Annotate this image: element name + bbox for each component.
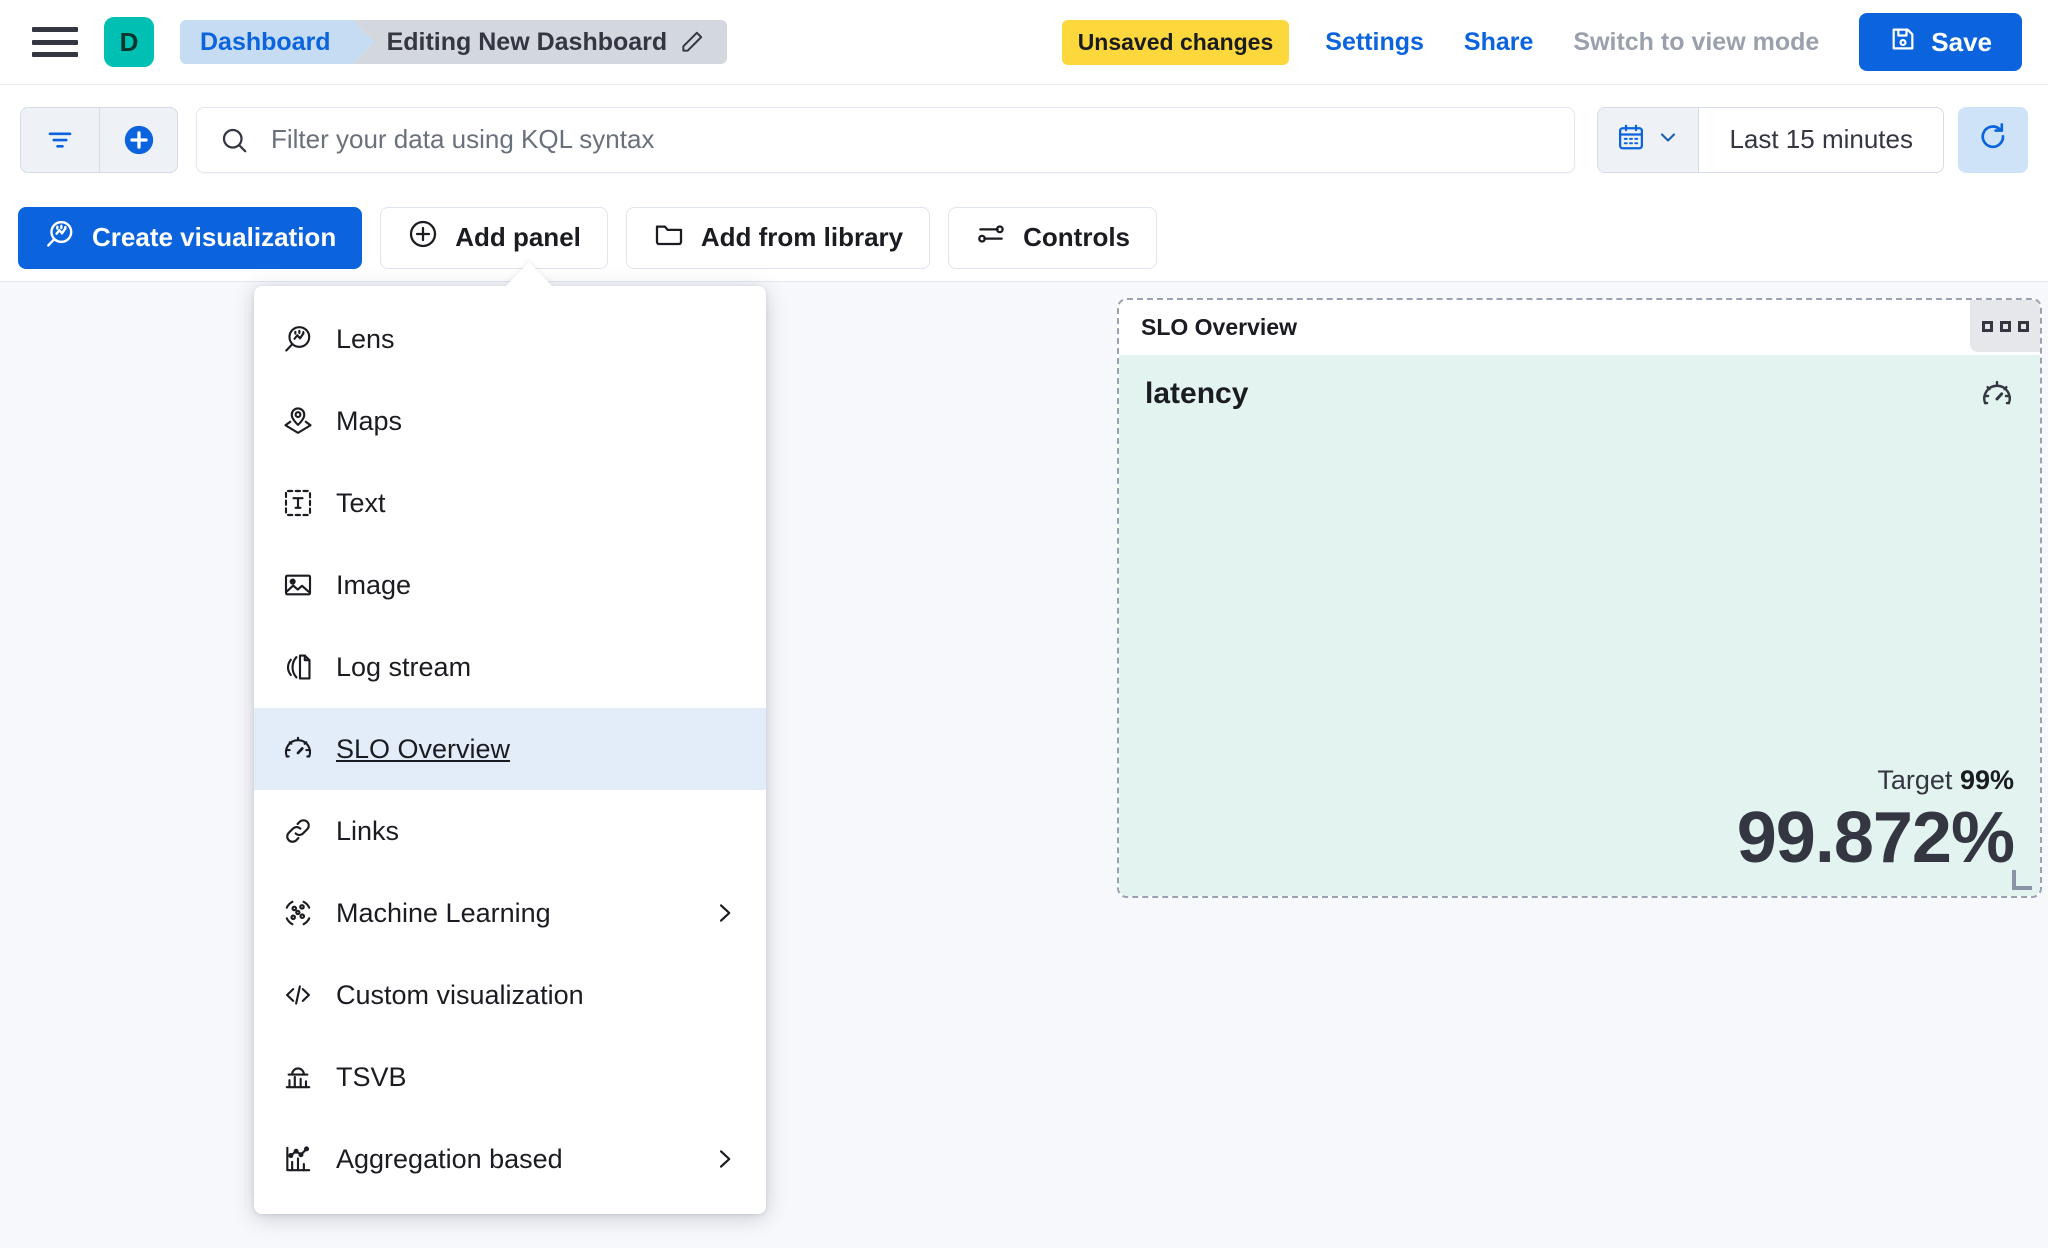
menu-item-label: Lens	[336, 323, 395, 354]
space-avatar[interactable]: D	[104, 17, 154, 67]
search-input[interactable]	[271, 124, 1553, 155]
slo-target: Target 99%	[1145, 765, 2014, 796]
search-icon	[219, 125, 249, 155]
add-panel-label: Add panel	[455, 222, 581, 252]
share-link[interactable]: Share	[1463, 27, 1534, 56]
menu-item-log-stream[interactable]: Log stream	[254, 626, 766, 708]
save-button-label: Save	[1931, 26, 1992, 57]
add-from-library-button[interactable]: Add from library	[625, 206, 931, 269]
slo-sli-value: 99.872%	[1736, 798, 2015, 878]
menu-item-slo-overview[interactable]: SLO Overview	[254, 708, 766, 790]
dashboard-panel-slo-overview[interactable]: SLO Overview latency Target	[1117, 298, 2042, 898]
chevron-right-icon	[710, 899, 738, 927]
menu-item-label: Log stream	[336, 651, 472, 682]
slo-overview-body: latency Target 99% 99.872%	[1119, 355, 2040, 896]
time-range-value[interactable]: Last 15 minutes	[1729, 124, 1913, 154]
date-picker: Last 15 minutes	[1597, 106, 1944, 173]
lens-icon	[282, 323, 328, 355]
save-button[interactable]: Save	[1859, 13, 2022, 71]
unsaved-changes-badge[interactable]: Unsaved changes	[1061, 19, 1290, 65]
menu-item-custom-visualization[interactable]: Custom visualization	[254, 954, 766, 1036]
slo-top-row: latency	[1145, 377, 2014, 411]
agg-chart-icon	[282, 1143, 328, 1175]
add-panel-button[interactable]: Add panel	[380, 206, 608, 269]
settings-link[interactable]: Settings	[1325, 27, 1424, 56]
ml-icon	[282, 897, 328, 929]
filter-icon[interactable]	[21, 108, 99, 172]
map-pin-icon	[282, 405, 328, 437]
link-icon	[282, 815, 328, 847]
menu-item-label: SLO Overview	[336, 733, 511, 764]
controls-label: Controls	[1023, 222, 1131, 252]
breadcrumb: Dashboard Editing New Dashboard	[180, 20, 728, 64]
slo-metrics: Target 99% 99.872%	[1145, 765, 2015, 878]
switch-to-view-mode-link[interactable]: Switch to view mode	[1573, 27, 1820, 56]
filter-button-group	[20, 106, 178, 173]
menu-item-label: Machine Learning	[336, 897, 551, 928]
breadcrumb-dashboard[interactable]: Dashboard	[180, 20, 374, 64]
gauge-icon	[282, 733, 328, 765]
slo-target-label: Target	[1877, 765, 1953, 795]
menu-item-machine-learning[interactable]: Machine Learning	[254, 872, 766, 954]
pencil-icon[interactable]	[679, 29, 705, 55]
query-bar: Last 15 minutes	[0, 85, 2048, 194]
header-actions: Unsaved changes Settings Share Switch to…	[1061, 13, 2048, 71]
sliders-icon	[975, 218, 1007, 257]
menu-item-label: Text	[336, 487, 386, 518]
chevron-right-icon	[710, 1145, 738, 1173]
menu-item-label: TSVB	[336, 1061, 407, 1092]
menu-item-links[interactable]: Links	[254, 790, 766, 872]
controls-button[interactable]: Controls	[948, 206, 1158, 269]
menu-item-maps[interactable]: Maps	[254, 380, 766, 462]
tsvb-icon	[282, 1061, 328, 1093]
breadcrumb-current: Editing New Dashboard	[352, 20, 728, 64]
image-icon	[282, 569, 328, 601]
popover-arrow	[505, 262, 553, 287]
edit-toolbar: Create visualization Add panel Add from …	[0, 194, 2048, 282]
menu-item-lens[interactable]: Lens	[254, 298, 766, 380]
code-icon	[282, 979, 328, 1011]
logs-icon	[282, 651, 328, 683]
panel-header: SLO Overview	[1119, 300, 2040, 355]
menu-item-image[interactable]: Image	[254, 544, 766, 626]
create-visualization-label: Create visualization	[92, 222, 337, 252]
add-filter-icon[interactable]	[99, 107, 177, 172]
breadcrumb-current-label: Editing New Dashboard	[386, 27, 668, 56]
plus-circle-icon	[407, 218, 439, 257]
menu-item-tsvb[interactable]: TSVB	[254, 1036, 766, 1118]
menu-item-label: Image	[336, 569, 412, 600]
menu-item-label: Custom visualization	[336, 979, 584, 1010]
create-visualization-button[interactable]: Create visualization	[18, 206, 363, 269]
three-squares-icon[interactable]	[1970, 300, 2040, 352]
gauge-icon	[1980, 377, 2014, 411]
global-header: D Dashboard Editing New Dashboard Unsave…	[0, 0, 2048, 85]
menu-item-text[interactable]: Text	[254, 462, 766, 544]
search-bar[interactable]	[196, 106, 1576, 173]
refresh-button[interactable]	[1958, 106, 2028, 173]
resize-corner-icon[interactable]	[2012, 870, 2032, 890]
chevron-down-icon	[1656, 125, 1680, 154]
menu-item-label: Maps	[336, 405, 403, 436]
panel-title: SLO Overview	[1141, 314, 1297, 340]
add-from-library-label: Add from library	[700, 222, 904, 252]
slo-target-value: 99%	[1959, 765, 2014, 795]
text-box-icon	[282, 487, 328, 519]
save-disk-icon	[1889, 25, 1917, 60]
folder-icon	[653, 218, 685, 257]
menu-item-label: Links	[336, 815, 400, 846]
hamburger-icon[interactable]	[32, 23, 78, 61]
slo-name: latency	[1145, 377, 1249, 410]
menu-item-aggregation-based[interactable]: Aggregation based	[254, 1118, 766, 1200]
calendar-icon	[1616, 122, 1646, 157]
menu-item-label: Aggregation based	[336, 1143, 563, 1174]
lens-icon	[44, 218, 76, 257]
date-quick-select-button[interactable]	[1598, 107, 1700, 172]
refresh-icon	[1977, 121, 2009, 158]
